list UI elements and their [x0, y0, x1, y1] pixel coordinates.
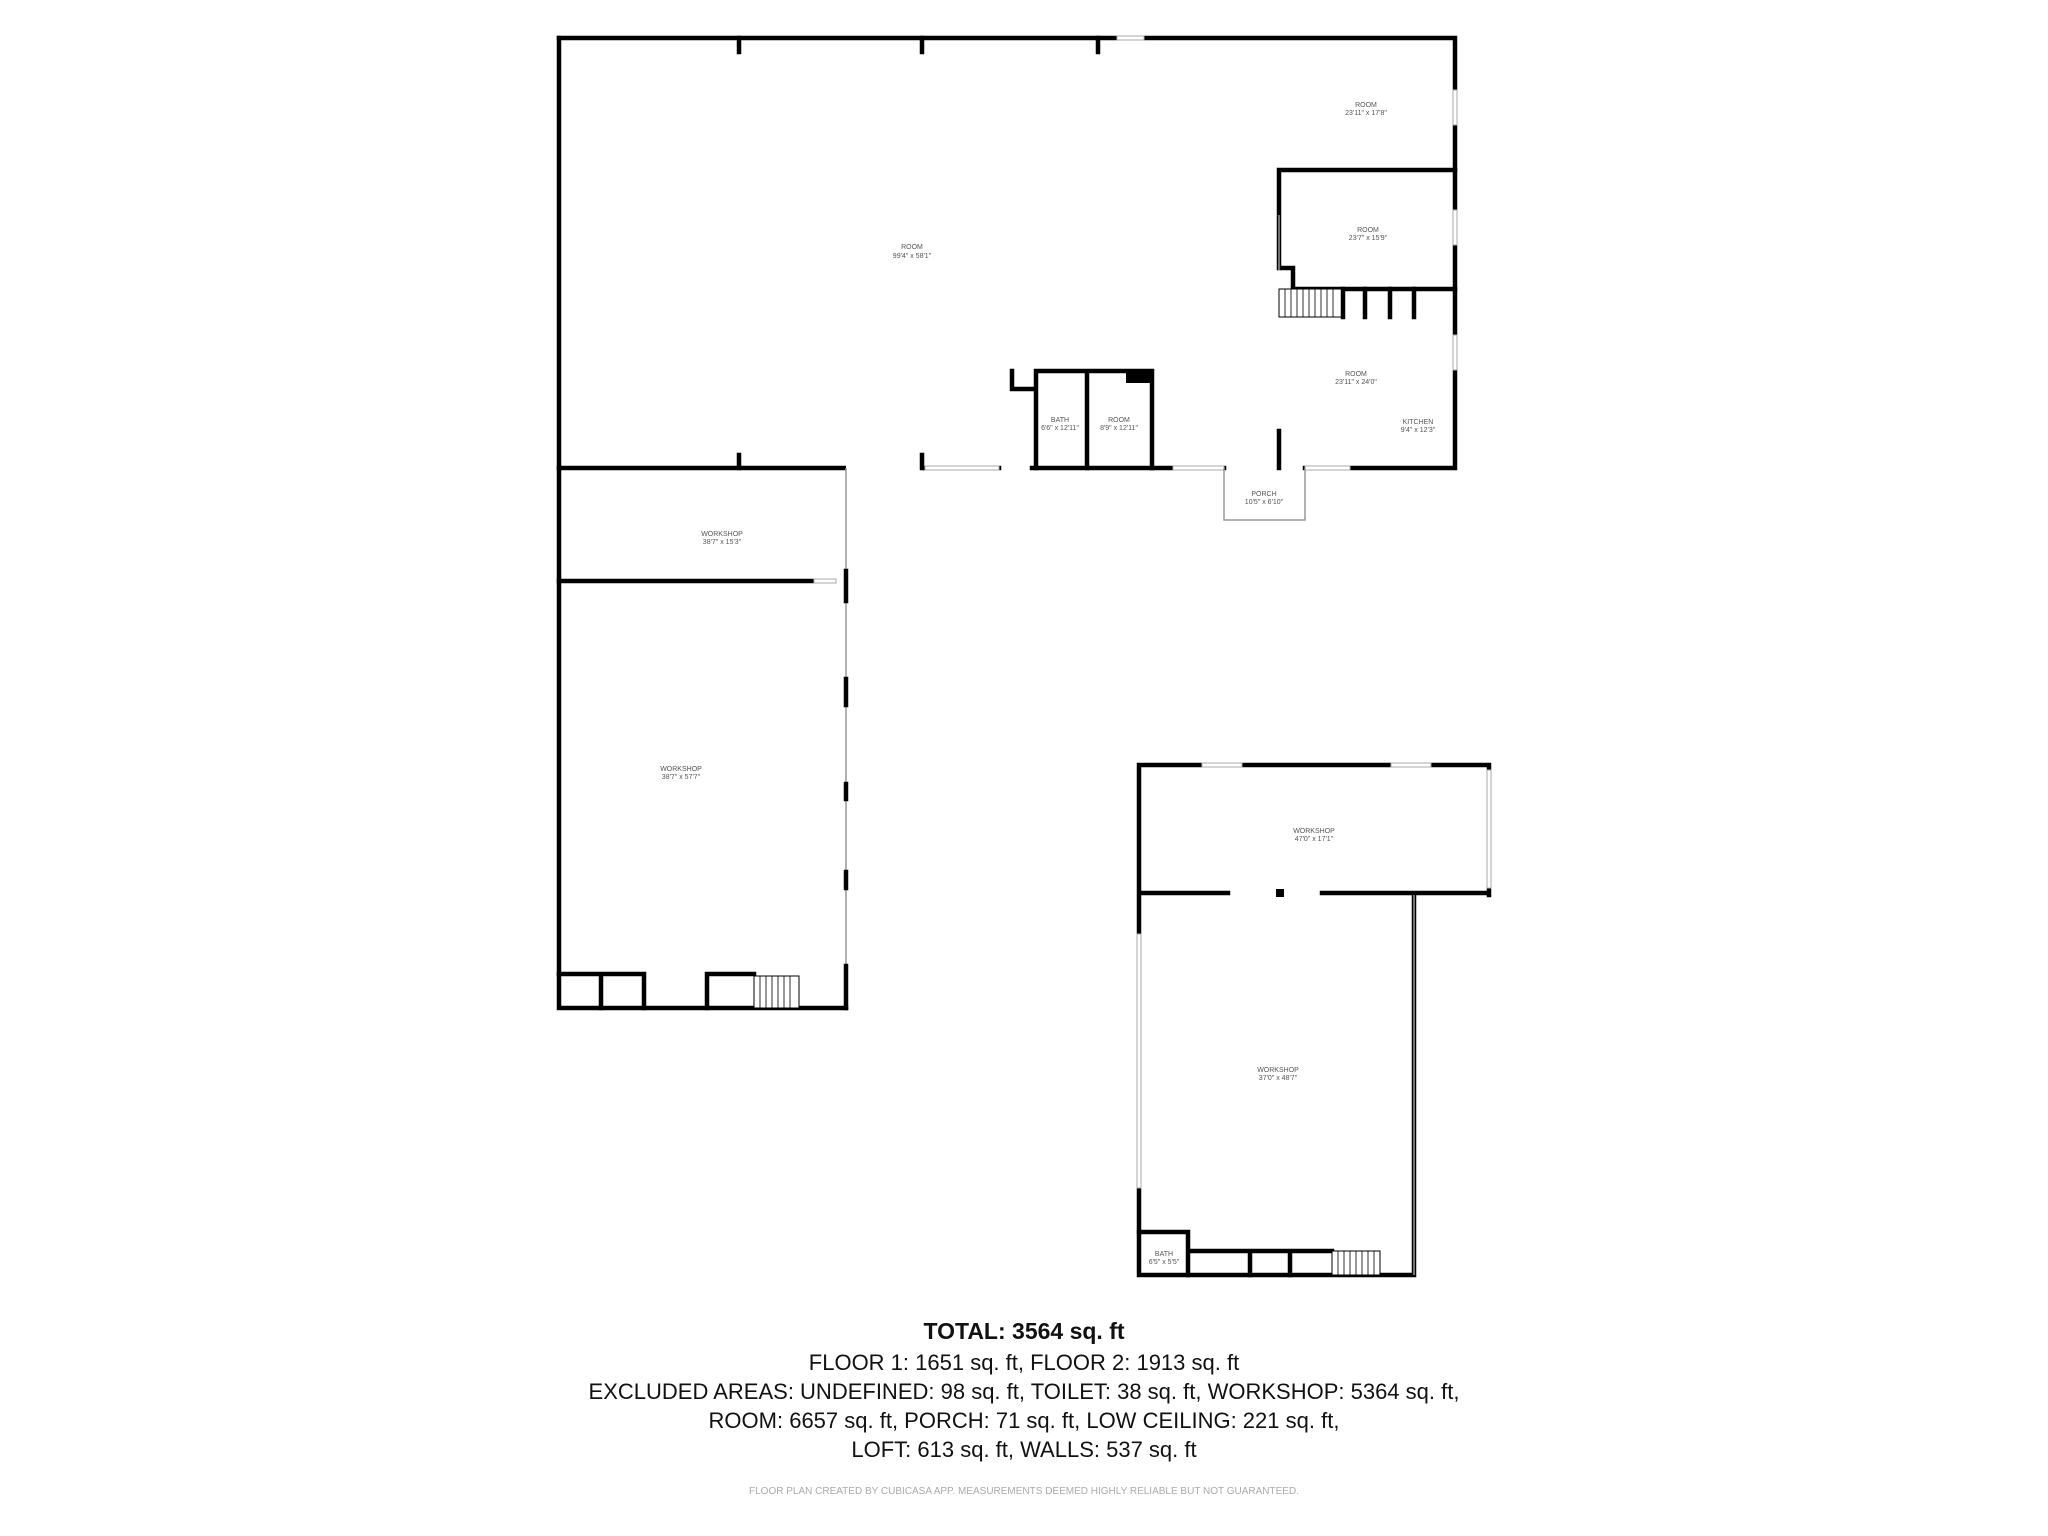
svg-text:BATH: BATH — [1051, 417, 1069, 424]
svg-text:9'4" x 12'3": 9'4" x 12'3" — [1401, 427, 1436, 434]
total-area: TOTAL: 3564 sq. ft — [923, 1318, 1125, 1344]
svg-text:PORCH: PORCH — [1251, 491, 1276, 498]
svg-text:WORKSHOP: WORKSHOP — [1257, 1067, 1299, 1074]
staircase — [753, 975, 800, 1009]
excluded-areas-line-2: ROOM: 6657 sq. ft, PORCH: 71 sq. ft, LOW… — [708, 1408, 1340, 1433]
excluded-areas-line-3: LOFT: 613 sq. ft, WALLS: 537 sq. ft — [851, 1437, 1197, 1462]
svg-text:99'4" x 58'1": 99'4" x 58'1" — [893, 253, 932, 260]
svg-text:37'0" x 48'7": 37'0" x 48'7" — [1259, 1075, 1298, 1082]
svg-text:10'5" x 6'10": 10'5" x 6'10" — [1245, 499, 1284, 506]
svg-text:KITCHEN: KITCHEN — [1403, 419, 1434, 426]
svg-text:6'5" x 5'5": 6'5" x 5'5" — [1149, 1259, 1180, 1266]
svg-text:WORKSHOP: WORKSHOP — [701, 531, 743, 538]
svg-text:6'6" x 12'11": 6'6" x 12'11" — [1041, 425, 1079, 432]
svg-text:ROOM: ROOM — [901, 244, 923, 251]
room-label: ROOM 99'4" x 58'1" — [893, 244, 932, 260]
left-workshop-walls — [556, 465, 849, 1011]
svg-text:ROOM: ROOM — [1345, 371, 1367, 378]
svg-text:23'7" x 15'9": 23'7" x 15'9" — [1349, 235, 1388, 242]
svg-text:38'7" x 15'3": 38'7" x 15'3" — [703, 539, 742, 546]
svg-text:23'11" x 17'8": 23'11" x 17'8" — [1345, 110, 1387, 117]
floor-areas: FLOOR 1: 1651 sq. ft, FLOOR 2: 1913 sq. … — [808, 1350, 1240, 1375]
svg-text:47'0" x 17'1": 47'0" x 17'1" — [1295, 836, 1334, 843]
staircase — [1331, 1250, 1381, 1276]
svg-text:WORKSHOP: WORKSHOP — [1293, 828, 1335, 835]
excluded-areas-line-1: EXCLUDED AREAS: UNDEFINED: 98 sq. ft, TO… — [588, 1379, 1460, 1404]
svg-text:ROOM: ROOM — [1108, 417, 1130, 424]
svg-text:BATH: BATH — [1155, 1251, 1173, 1258]
staircase — [1278, 286, 1346, 320]
disclaimer: FLOOR PLAN CREATED BY CUBICASA APP. MEAS… — [749, 1486, 1299, 1497]
right-workshop-walls — [1136, 762, 1492, 1278]
svg-text:ROOM: ROOM — [1357, 227, 1379, 234]
svg-text:38'7" x 57'7": 38'7" x 57'7" — [662, 774, 701, 781]
svg-text:WORKSHOP: WORKSHOP — [660, 766, 702, 773]
svg-text:8'9" x 12'11": 8'9" x 12'11" — [1100, 425, 1138, 432]
svg-text:23'11" x 24'0": 23'11" x 24'0" — [1335, 379, 1377, 386]
main-building-walls — [556, 35, 1458, 521]
svg-text:ROOM: ROOM — [1355, 102, 1377, 109]
